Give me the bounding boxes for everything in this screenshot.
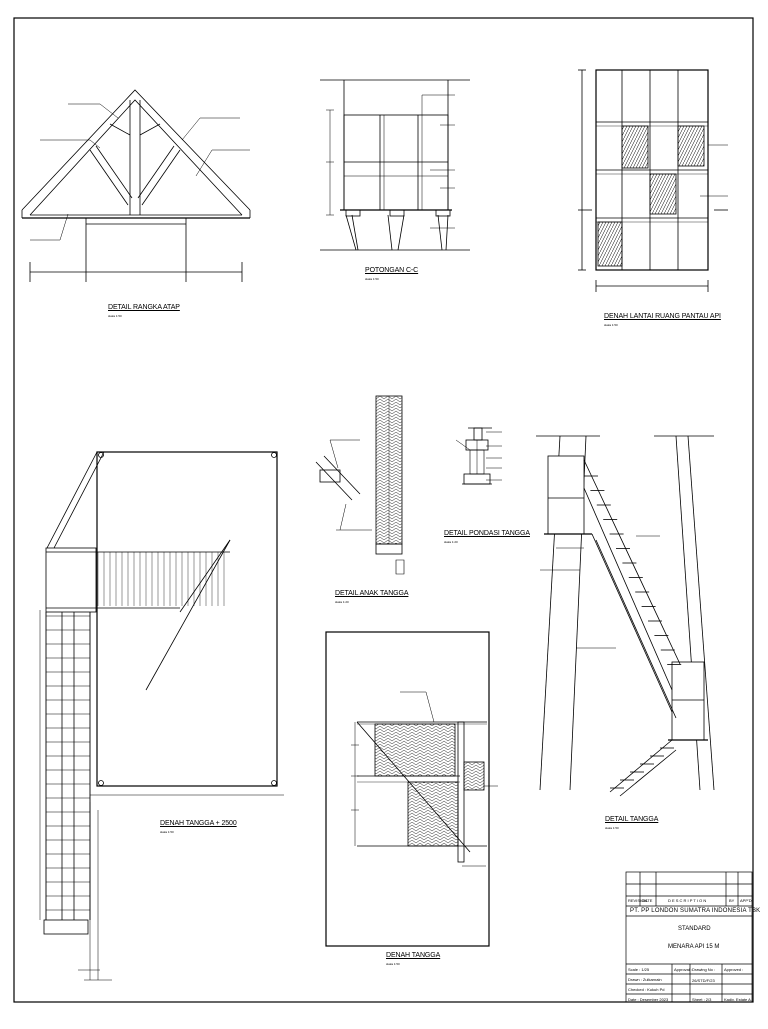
roof-frame-title: DETAIL RANGKA ATAP bbox=[108, 304, 180, 311]
stair-detail-title: DETAIL TANGGA bbox=[605, 816, 659, 823]
tb-subtitle: STANDARD bbox=[678, 926, 711, 932]
stair-plan-scale: skala 1:50 bbox=[386, 962, 400, 966]
step-detail-title: DETAIL ANAK TANGGA bbox=[335, 590, 409, 597]
tb-company: PT. PP LONDON SUMATRA INDONESIA TBK bbox=[630, 908, 761, 914]
tb-approved-by: Approved : bbox=[724, 967, 744, 972]
step-detail-drawing bbox=[315, 395, 405, 575]
stair-plan-ladder-rungs bbox=[45, 612, 91, 920]
stair-detail-scale: skala 1:50 bbox=[605, 826, 619, 830]
sheet-border bbox=[13, 17, 754, 1003]
stair-plan-2500-drawing bbox=[39, 451, 284, 981]
tb-drawn: Drawn : Zulkarnain bbox=[628, 977, 662, 982]
foundation-detail-title: DETAIL PONDASI TANGGA bbox=[444, 530, 530, 537]
stair-plan-landing-slats bbox=[97, 552, 225, 606]
section-cc-title: POTONGAN C-C bbox=[365, 267, 419, 274]
stair-plan-title: DENAH TANGGA bbox=[386, 952, 441, 959]
foundation-detail-drawing bbox=[455, 427, 502, 485]
section-cc-drawing bbox=[320, 79, 470, 251]
title-block-frame bbox=[625, 871, 753, 1003]
tb-drawing-no: 26/STD/F/23 bbox=[692, 978, 715, 983]
tb-appd-label: APP'D bbox=[740, 898, 752, 903]
roof-frame-drawing bbox=[21, 89, 251, 282]
foundation-detail-scale: skala 1:20 bbox=[444, 540, 458, 544]
stair-detail-treads bbox=[584, 475, 682, 789]
step-detail-scale: skala 1:20 bbox=[335, 600, 349, 604]
floor-plan-title: DENAH LANTAI RUANG PANTAU API bbox=[604, 313, 721, 320]
tb-drawing-no-label: Drawing No : bbox=[692, 967, 716, 972]
tb-sheet: Sheet : 2/3 bbox=[692, 997, 712, 1002]
stair-plan-2500-scale: skala 1:50 bbox=[160, 830, 174, 834]
section-cc-scale: skala 1:50 bbox=[365, 277, 379, 281]
tb-approval: Approval : bbox=[674, 967, 693, 972]
tb-scale: Scale : 1/25 bbox=[628, 967, 650, 972]
stair-plan-2500-title: DENAH TANGGA + 2500 bbox=[160, 820, 237, 827]
floor-plan-scale: skala 1:50 bbox=[604, 323, 618, 327]
tb-checked: Checked : Kukuh Pd bbox=[628, 987, 665, 992]
tb-date: Date : Desember 2023 bbox=[628, 997, 669, 1002]
tb-signature: Kadiv. Estate A. bbox=[724, 997, 752, 1002]
tb-description-label: D E S C R I P T I O N bbox=[668, 898, 707, 903]
tb-date-label: DATE bbox=[642, 898, 653, 903]
floor-plan-drawing bbox=[578, 69, 728, 292]
stair-plan-drawing bbox=[325, 631, 498, 947]
tb-by-label: BY bbox=[729, 898, 735, 903]
roof-frame-scale: skala 1:50 bbox=[108, 314, 122, 318]
stair-detail-drawing bbox=[536, 435, 715, 797]
tb-project: MENARA API 15 M bbox=[668, 944, 720, 950]
tb-revision-label: REVISION bbox=[628, 898, 648, 903]
